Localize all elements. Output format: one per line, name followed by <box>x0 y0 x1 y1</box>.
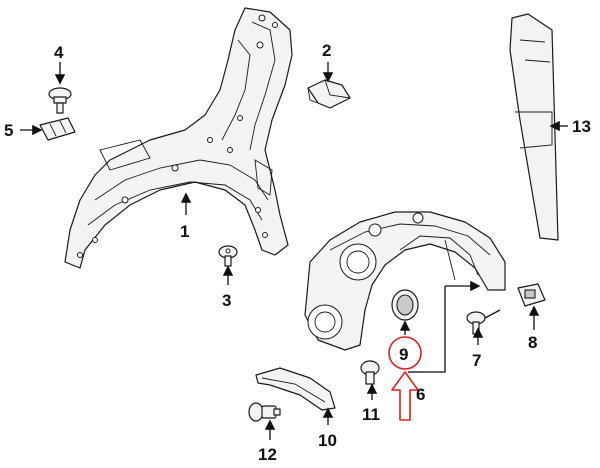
bracket-part <box>307 79 351 109</box>
screw-part-4 <box>48 87 72 114</box>
bolt-part-7 <box>466 309 501 335</box>
callout-7: 7 <box>472 351 481 370</box>
callout-9: 9 <box>399 345 408 364</box>
fender-liner <box>304 211 506 351</box>
clip-nut-part-5 <box>39 117 76 141</box>
highlight-annotation <box>388 336 422 421</box>
clip-part-8 <box>517 283 546 307</box>
callout-12: 12 <box>258 445 277 464</box>
callout-13: 13 <box>572 117 591 136</box>
push-pin-part-12 <box>248 402 281 422</box>
highlight-arrow-icon <box>391 371 419 421</box>
splash-shield-part-10 <box>255 367 336 411</box>
callout-1: 1 <box>180 222 189 241</box>
callout-2: 2 <box>322 41 331 60</box>
callout-4: 4 <box>54 43 64 62</box>
bolt-part-11 <box>360 360 380 385</box>
leader-lines <box>20 62 568 440</box>
bolt-part-3 <box>218 245 238 267</box>
seal-strip-part-13 <box>509 13 559 241</box>
callout-labels: 1 2 3 4 5 6 7 8 9 10 11 12 13 <box>4 41 591 464</box>
callout-6: 6 <box>416 385 425 404</box>
callout-11: 11 <box>362 405 380 424</box>
callout-8: 8 <box>528 333 537 352</box>
callout-5: 5 <box>4 121 13 140</box>
highlight-circle <box>388 336 422 370</box>
fender-panel <box>64 7 293 269</box>
plug-part-9 <box>391 289 419 321</box>
callout-3: 3 <box>222 291 231 310</box>
callout-10: 10 <box>318 431 337 450</box>
